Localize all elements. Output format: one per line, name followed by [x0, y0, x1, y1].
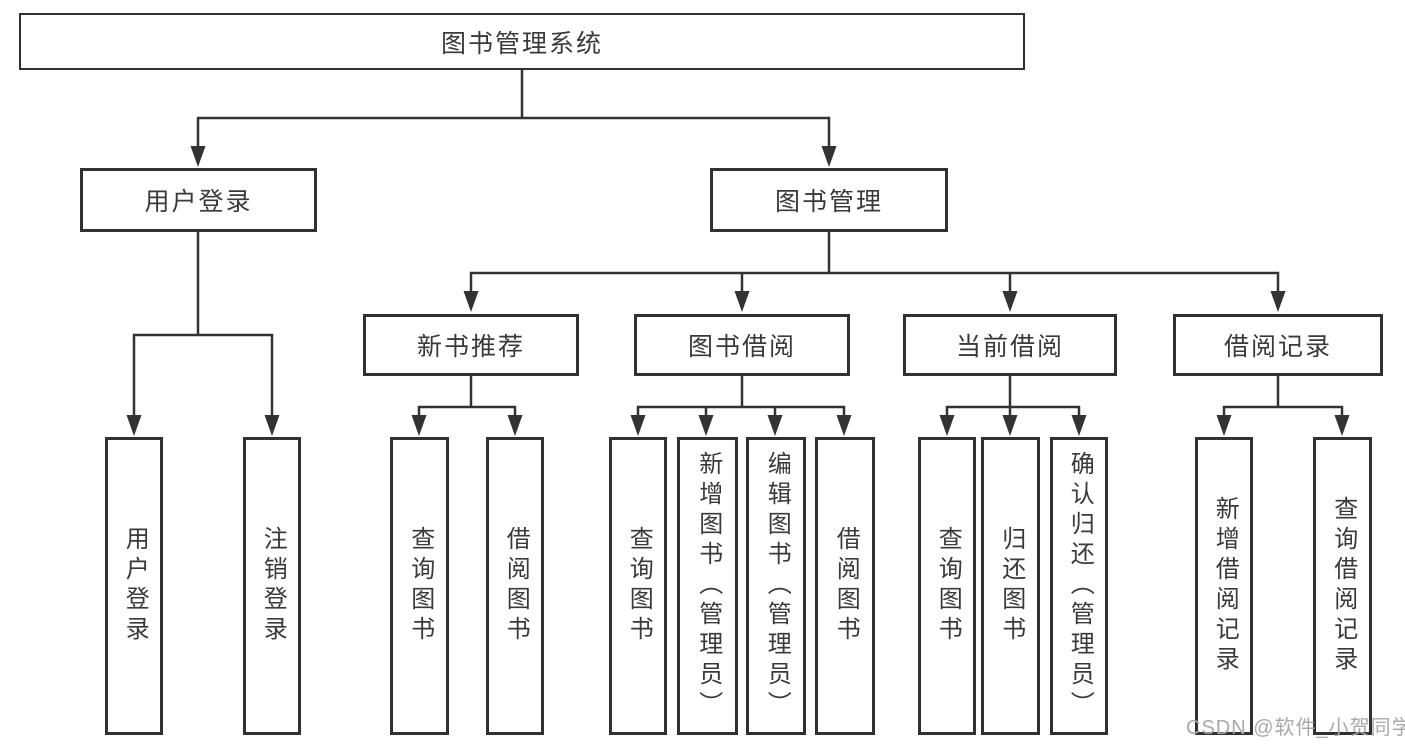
leaf-logout: 注销登录 [243, 437, 301, 735]
node-label: 新书推荐 [416, 333, 525, 361]
node-user-login: 用户登录 [80, 168, 317, 232]
leaf-edit-book-admin: 编辑图书（管理员） [746, 437, 806, 735]
leaf-current-query-books: 查询图书 [918, 437, 976, 735]
node-label: 图书管理系统 [440, 29, 603, 58]
node-label: 查询图书 [625, 526, 653, 646]
leaf-add-book-admin: 新增图书（管理员） [677, 437, 738, 735]
bus-user-login-children [132, 333, 274, 416]
bus-new-book-children [417, 405, 517, 416]
bus-level2 [196, 116, 831, 147]
node-label: 用户登录 [144, 188, 253, 216]
node-label: 归还图书 [997, 526, 1025, 646]
node-book-borrowing: 图书借阅 [634, 314, 850, 376]
node-label: 借阅图书 [502, 526, 530, 646]
node-label: 新增图书（管理员） [694, 451, 722, 721]
node-label: 借阅图书 [832, 526, 860, 646]
node-label: 查询图书 [406, 526, 434, 646]
node-label: 当前借阅 [955, 333, 1064, 361]
bus-book-borrowing-children [636, 405, 846, 416]
leaf-add-borrow-record: 新增借阅记录 [1195, 437, 1253, 735]
leaf-borrowing-borrow-books: 借阅图书 [815, 437, 875, 735]
node-borrowing-records: 借阅记录 [1173, 314, 1383, 376]
leaf-user-login: 用户登录 [105, 437, 163, 735]
bus-level3 [469, 271, 1280, 292]
node-label: 查询图书 [934, 526, 962, 646]
node-label: 查询借阅记录 [1329, 496, 1357, 676]
leaf-newbook-borrow-books: 借阅图书 [486, 437, 544, 735]
leaf-return-book: 归还图书 [981, 437, 1040, 735]
arrowheads [126, 146, 1350, 436]
node-new-book-recommendation: 新书推荐 [363, 314, 579, 376]
node-label: 注销登录 [259, 526, 287, 646]
node-label: 用户登录 [121, 526, 149, 646]
node-label: 图书借阅 [687, 333, 796, 361]
bus-current-borrowing-children [945, 405, 1081, 416]
leaf-borrowing-query-books: 查询图书 [609, 437, 667, 735]
node-library-management-system: 图书管理系统 [19, 13, 1025, 70]
leaf-confirm-return-admin: 确认归还（管理员） [1050, 437, 1108, 735]
node-label: 借阅记录 [1223, 333, 1332, 361]
bus-borrow-records-children [1222, 405, 1344, 416]
node-label: 新增借阅记录 [1211, 496, 1239, 676]
node-book-management: 图书管理 [710, 168, 948, 232]
node-label: 确认归还（管理员） [1066, 451, 1094, 721]
node-label: 图书管理 [774, 188, 883, 216]
leaf-query-borrow-record: 查询借阅记录 [1313, 437, 1372, 735]
node-current-borrowing: 当前借阅 [903, 314, 1117, 376]
leaf-newbook-query-books: 查询图书 [390, 437, 449, 735]
node-label: 编辑图书（管理员） [763, 451, 791, 721]
csdn-watermark: CSDN @软件_小贺同学 [1186, 717, 1405, 739]
